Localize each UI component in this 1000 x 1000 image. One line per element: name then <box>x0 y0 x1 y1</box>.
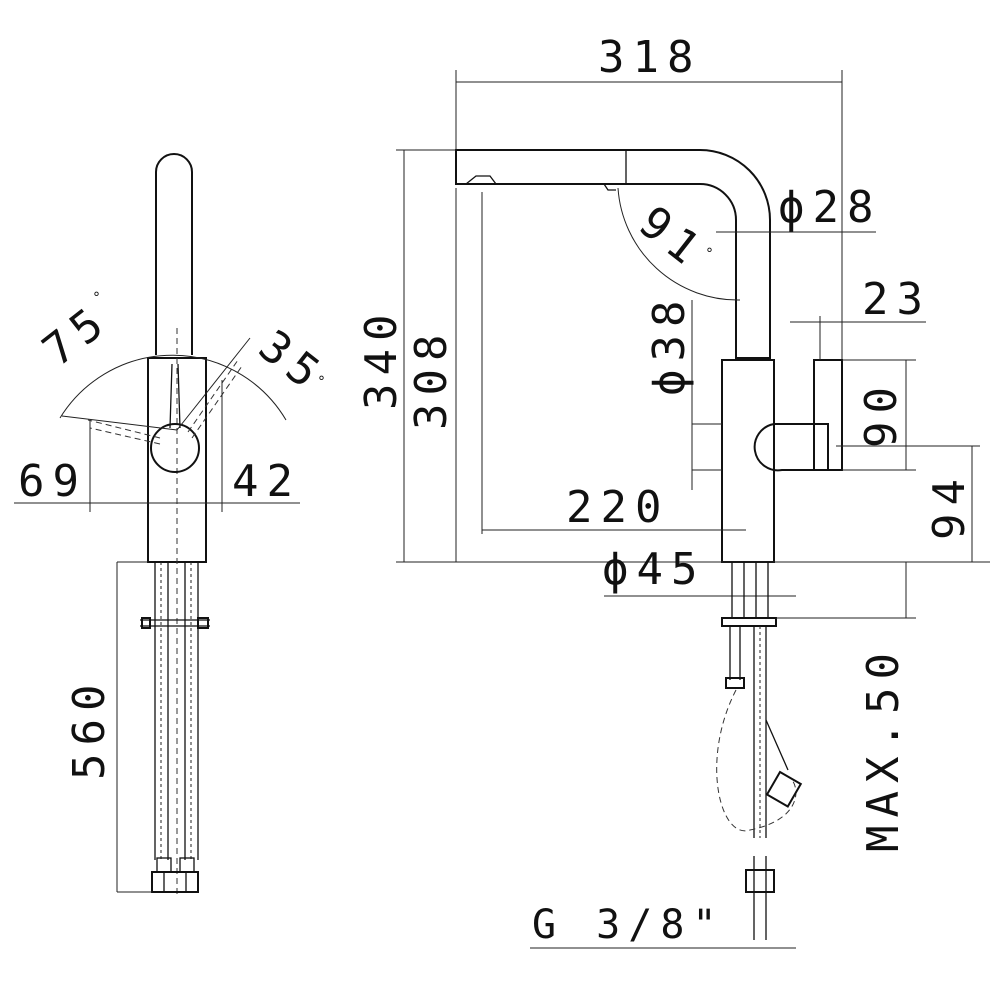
front-handle-base-label: 94 <box>924 471 975 540</box>
side-view: 75 ° 35 ° 69 42 <box>14 153 335 895</box>
side-hoses <box>140 562 210 893</box>
front-spout-diameter-label: ϕ28 <box>778 182 881 233</box>
side-angle-left-degree: ° <box>93 290 100 306</box>
front-rotation-label: 91 <box>629 196 715 279</box>
svg-text:°: ° <box>706 246 713 262</box>
side-width-left-label: 69 <box>18 456 87 507</box>
front-overall-width-label: 318 <box>598 32 701 83</box>
side-spout <box>155 153 193 355</box>
side-width-right-label: 42 <box>232 456 301 507</box>
front-overall-height-label: 340 <box>356 307 407 410</box>
front-spout-height-label: 308 <box>406 327 457 430</box>
front-handle-offset-label: 23 <box>862 274 931 325</box>
front-body <box>721 359 775 563</box>
front-hoses <box>716 562 803 940</box>
side-hose-length-label: 560 <box>64 677 115 780</box>
front-body-diameter-label: ϕ38 <box>644 293 695 396</box>
front-view: 318 91 ° ϕ28 23 90 94 ϕ38 <box>356 32 990 949</box>
front-spout <box>455 149 771 359</box>
front-base-diameter-label: ϕ45 <box>602 544 705 595</box>
side-lever-knob <box>150 423 200 473</box>
side-angle-arc <box>59 354 287 421</box>
front-thread-label: G 3/8" <box>532 902 725 948</box>
side-angle-right-degree: ° <box>318 374 325 390</box>
side-angle-left-label: 75 <box>33 294 119 377</box>
front-reach-label: 220 <box>566 482 669 533</box>
front-handle-height-label: 90 <box>856 379 907 448</box>
front-rotation-arc <box>617 187 741 301</box>
front-max-thickness-label: MAX.50 <box>858 645 909 852</box>
